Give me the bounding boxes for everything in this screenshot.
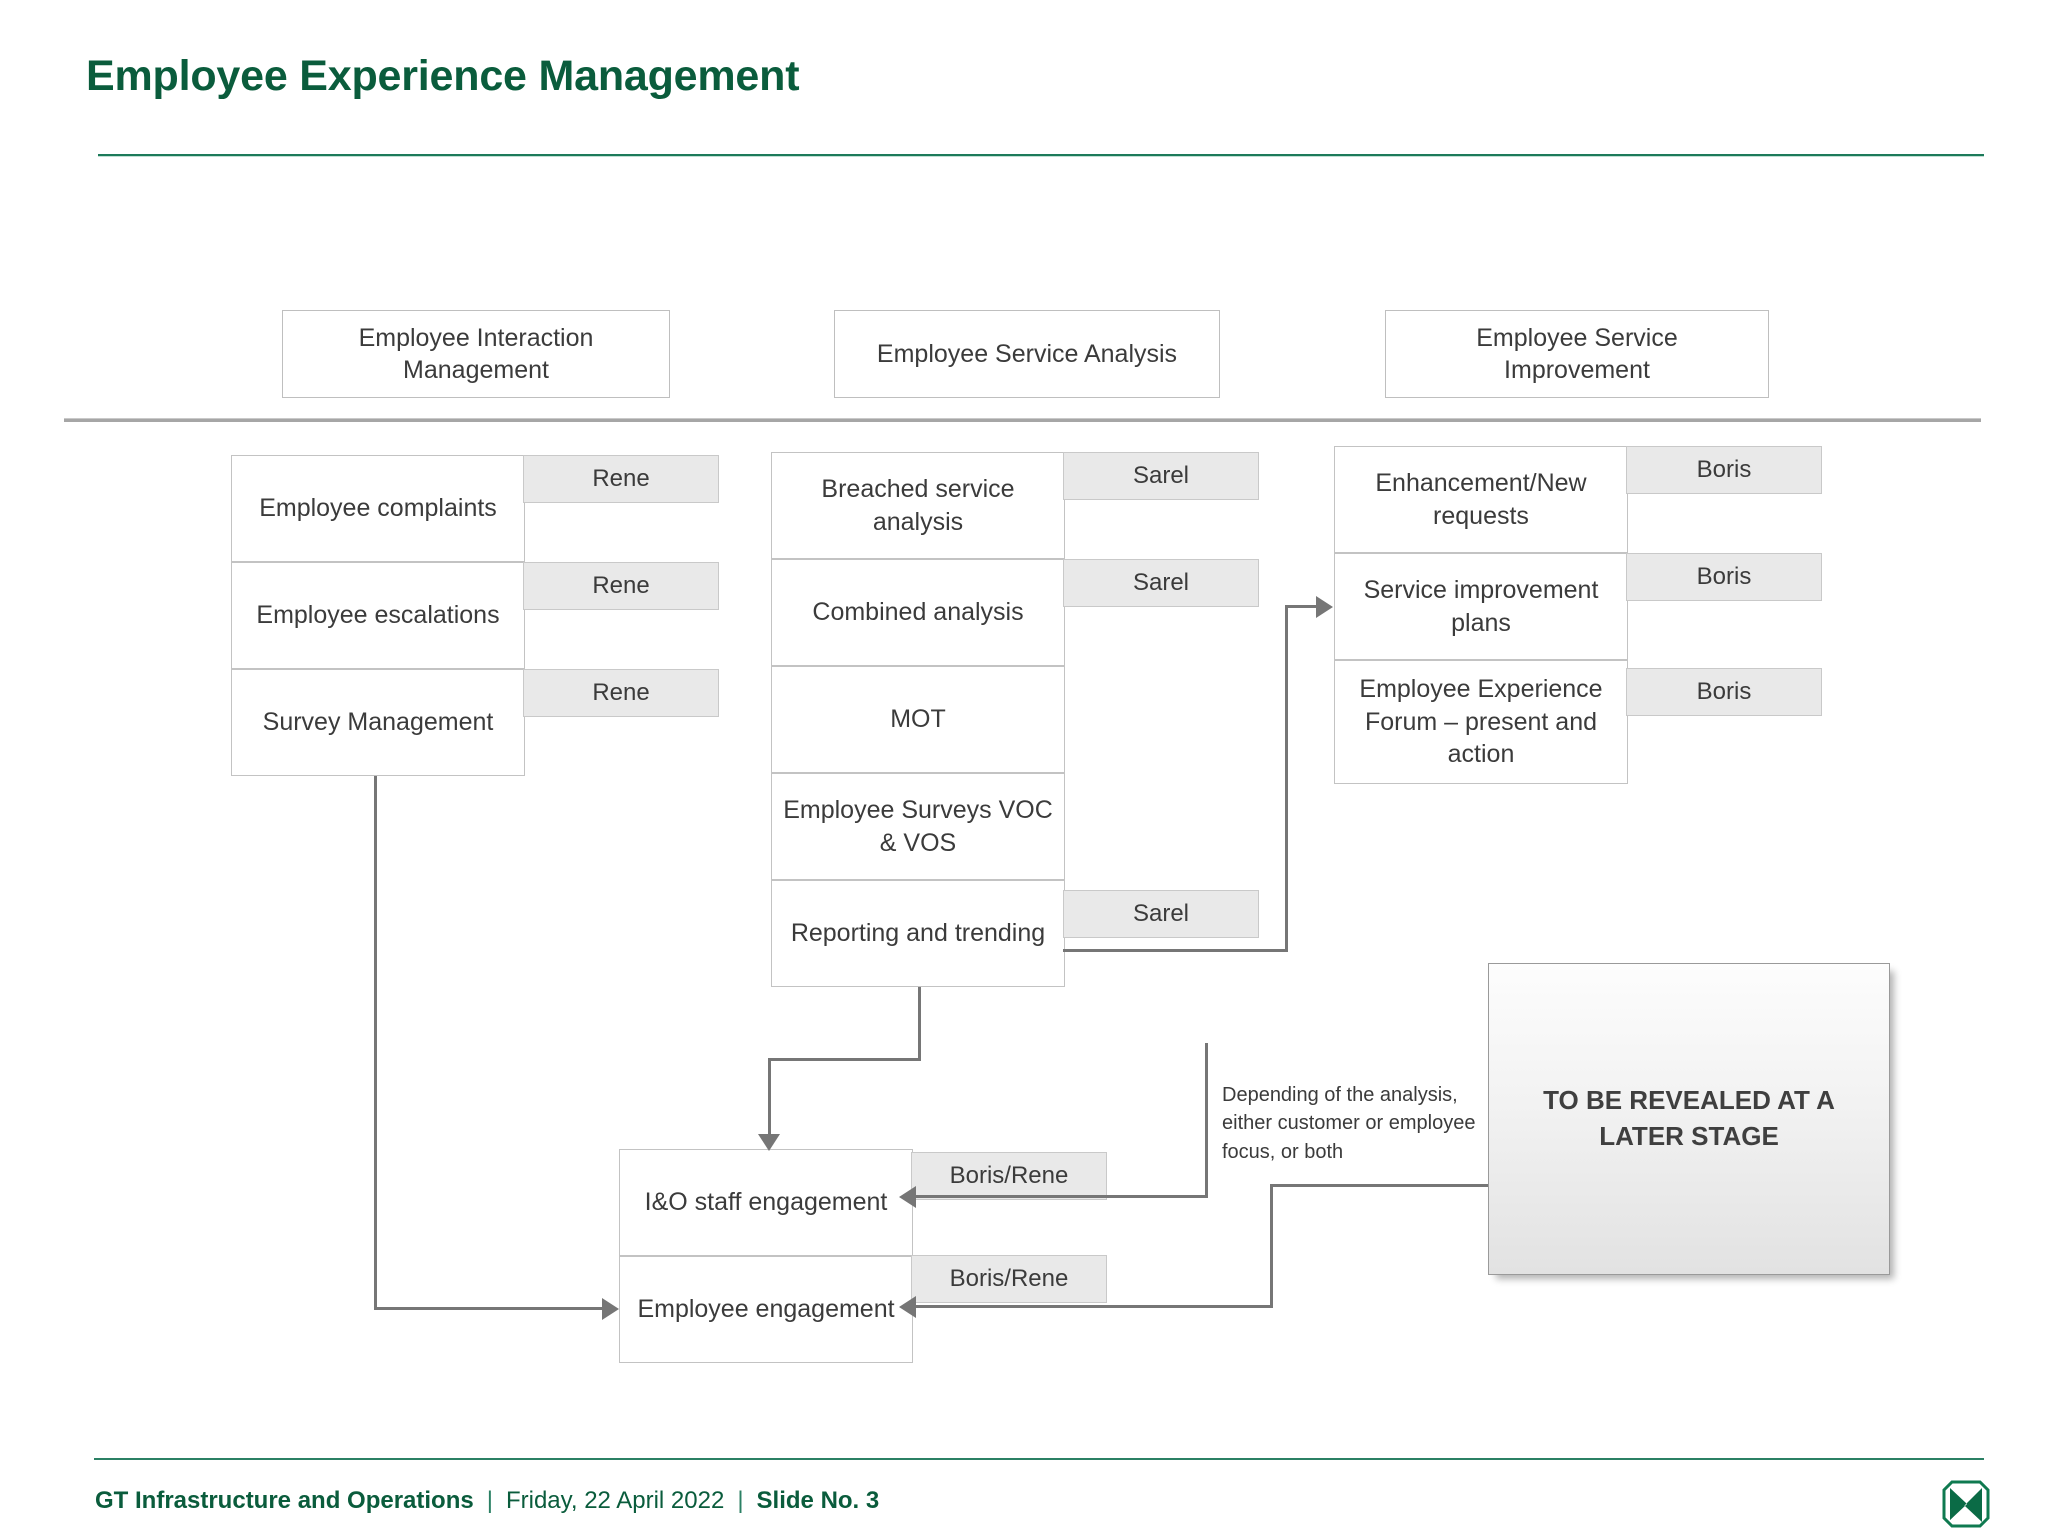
owner-tag-label: Rene <box>592 679 650 706</box>
arrowhead-to-employee-engagement-left <box>899 1296 916 1318</box>
owner-tag-employee-engagement: Boris/Rene <box>911 1255 1107 1303</box>
header-box-employee-service-improvement[interactable]: Employee Service Improvement <box>1385 310 1769 398</box>
section-divider <box>64 418 1981 422</box>
process-box-breached-service-analysis[interactable]: Breached service analysis <box>771 452 1065 559</box>
title-divider <box>98 154 1984 157</box>
arrowhead-to-service-improvement-plans <box>1316 596 1333 618</box>
connector-reveal-bottom-vertical <box>1270 1184 1273 1308</box>
arrowhead-to-io-staff-engagement-left <box>899 1186 916 1208</box>
footer-department: GT Infrastructure and Operations <box>95 1487 474 1514</box>
process-box-label: Survey Management <box>262 708 494 737</box>
footer-divider <box>94 1458 1984 1460</box>
process-box-combined-analysis[interactable]: Combined analysis <box>771 559 1065 666</box>
nedbank-logo <box>1938 1476 1994 1532</box>
owner-tag-label: Sarel <box>1132 462 1190 489</box>
connector-reporting-to-io-vertical-b <box>768 1058 771 1141</box>
owner-tag-label: Rene <box>592 465 650 492</box>
footer-slide-number: Slide No. 3 <box>756 1487 880 1514</box>
process-box-label: Employee engagement <box>637 1295 895 1324</box>
process-box-employee-surveys[interactable]: Employee Surveys VOC & VOS <box>771 773 1065 880</box>
process-box-io-staff-engagement[interactable]: I&O staff engagement <box>619 1149 913 1256</box>
process-box-service-improvement-plans[interactable]: Service improvement plans <box>1334 553 1628 660</box>
owner-tag-combined-analysis: Sarel <box>1063 559 1259 607</box>
page-title: Employee Experience Management <box>86 52 800 100</box>
owner-tag-label: Boris/Rene <box>949 1265 1069 1292</box>
owner-tag-label: Sarel <box>1132 569 1190 596</box>
process-box-mot[interactable]: MOT <box>771 666 1065 773</box>
process-box-label: Reporting and trending <box>790 919 1046 948</box>
arrowhead-to-io-staff-engagement <box>758 1134 780 1151</box>
process-box-label: Employee escalations <box>256 601 500 630</box>
header-box-employee-interaction-management[interactable]: Employee Interaction Management <box>282 310 670 398</box>
connector-reporting-to-improvement-vertical <box>1285 605 1288 952</box>
process-box-reporting-and-trending[interactable]: Reporting and trending <box>771 880 1065 987</box>
connector-reporting-to-io-vertical-a <box>918 987 921 1061</box>
process-box-survey-management[interactable]: Survey Management <box>231 669 525 776</box>
process-box-label: Service improvement plans <box>1363 576 1599 637</box>
header-box-label: Employee Service Analysis <box>876 340 1178 368</box>
connector-reporting-to-io-horizontal <box>768 1058 921 1061</box>
owner-tag-label: Sarel <box>1132 900 1190 927</box>
connector-reveal-to-io-vertical <box>1205 1043 1208 1198</box>
owner-tag-label: Boris <box>1696 456 1752 483</box>
process-box-label: MOT <box>890 705 946 734</box>
process-box-enhancement-new-requests[interactable]: Enhancement/New requests <box>1334 446 1628 553</box>
connector-reporting-to-improvement-horizontal-lower <box>1063 949 1288 952</box>
owner-tag-employee-complaints: Rene <box>523 455 719 503</box>
process-box-label: Employee Surveys VOC & VOS <box>783 796 1053 857</box>
footer-separator-1: | <box>486 1487 493 1514</box>
owner-tag-employee-experience-forum: Boris <box>1626 668 1822 716</box>
callout-note: Depending of the analysis, either custom… <box>1222 1084 1476 1163</box>
header-box-label: Employee Service Improvement <box>1476 324 1678 384</box>
process-box-label: Employee complaints <box>259 494 497 523</box>
connector-reveal-to-employee-horizontal <box>916 1305 1273 1308</box>
arrowhead-to-employee-engagement <box>602 1298 619 1320</box>
owner-tag-label: Boris <box>1696 678 1752 705</box>
connector-reporting-to-improvement-horizontal-upper <box>1285 605 1319 608</box>
reveal-box-label: TO BE REVEALED AT A LATER STAGE <box>1543 1085 1835 1151</box>
process-box-label: Breached service analysis <box>821 475 1015 536</box>
connector-survey-to-employee-engagement-vertical <box>374 776 377 1310</box>
process-box-employee-escalations[interactable]: Employee escalations <box>231 562 525 669</box>
header-box-employee-service-analysis[interactable]: Employee Service Analysis <box>834 310 1220 398</box>
connector-survey-to-employee-engagement-horizontal <box>374 1307 606 1310</box>
process-box-employee-complaints[interactable]: Employee complaints <box>231 455 525 562</box>
connector-reveal-bottom-horizontal-a <box>1270 1184 1498 1187</box>
footer-date: Friday, 22 April 2022 <box>505 1487 725 1514</box>
connector-reveal-to-io-horizontal <box>916 1195 1208 1198</box>
process-box-employee-engagement[interactable]: Employee engagement <box>619 1256 913 1363</box>
owner-tag-label: Boris <box>1696 563 1752 590</box>
owner-tag-enhancement-new-requests: Boris <box>1626 446 1822 494</box>
process-box-label: Employee Experience Forum – present and … <box>1359 675 1603 769</box>
owner-tag-io-staff-engagement: Boris/Rene <box>911 1152 1107 1200</box>
reveal-box[interactable]: TO BE REVEALED AT A LATER STAGE <box>1488 963 1890 1275</box>
process-box-employee-experience-forum[interactable]: Employee Experience Forum – present and … <box>1334 660 1628 784</box>
process-box-label: Enhancement/New requests <box>1375 469 1587 530</box>
process-box-label: I&O staff engagement <box>644 1188 888 1217</box>
process-box-label: Combined analysis <box>812 598 1024 627</box>
header-box-label: Employee Interaction Management <box>358 324 594 384</box>
owner-tag-label: Boris/Rene <box>949 1162 1069 1189</box>
owner-tag-label: Rene <box>592 572 650 599</box>
footer: GT Infrastructure and Operations | Frida… <box>95 1487 879 1515</box>
owner-tag-breached-service-analysis: Sarel <box>1063 452 1259 500</box>
owner-tag-reporting-and-trending: Sarel <box>1063 890 1259 938</box>
footer-separator-2: | <box>737 1487 744 1514</box>
owner-tag-service-improvement-plans: Boris <box>1626 553 1822 601</box>
owner-tag-employee-escalations: Rene <box>523 562 719 610</box>
owner-tag-survey-management: Rene <box>523 669 719 717</box>
